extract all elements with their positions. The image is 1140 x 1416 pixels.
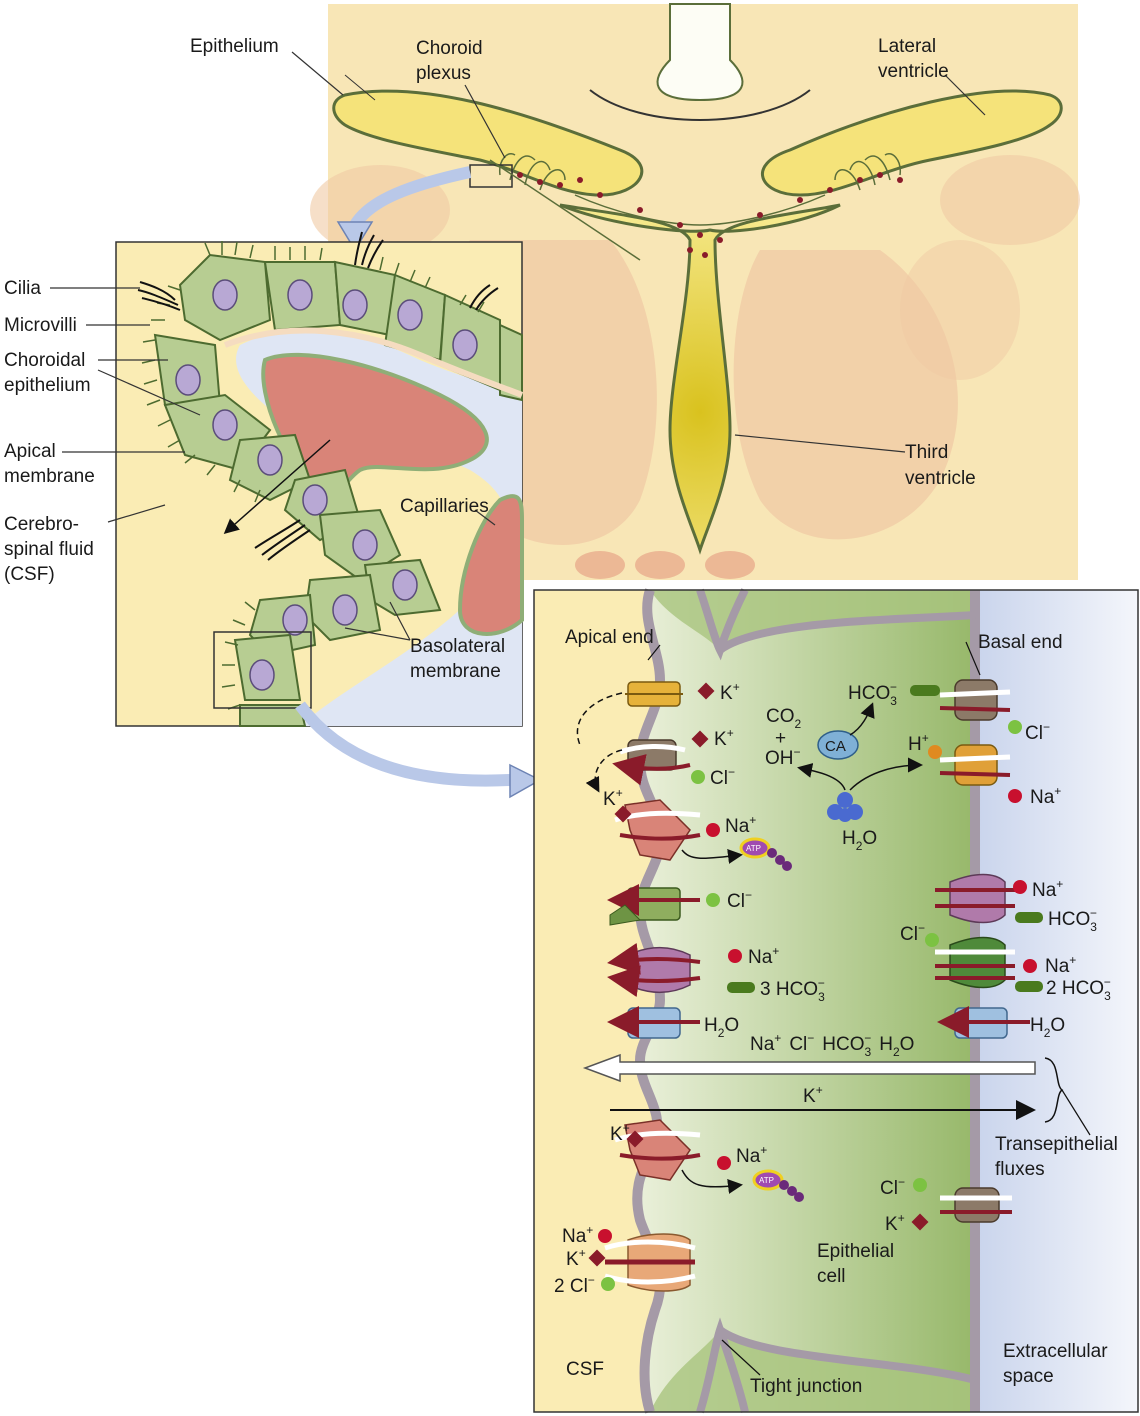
ion-k-3: K+ bbox=[603, 786, 623, 810]
transport-panel bbox=[533, 588, 1139, 1414]
ion-2-cl: 2 Cl− bbox=[554, 1273, 595, 1297]
ion-na-apical-2: Na+ bbox=[748, 944, 779, 968]
label-third-ventricle-1: Third bbox=[905, 442, 948, 463]
label-choroidal-epithelium-2: epithelium bbox=[4, 375, 91, 396]
label-apical-membrane-2: membrane bbox=[4, 466, 95, 487]
ion-k-4: K+ bbox=[610, 1121, 630, 1145]
ion-2-hco3: 2 HCO3− bbox=[1046, 975, 1111, 1003]
label-extracellular-2: space bbox=[1003, 1366, 1054, 1387]
label-epithelial-cell-1: Epithelial bbox=[817, 1241, 894, 1262]
ion-hco3-1: HCO3− bbox=[848, 680, 897, 708]
flux-arrow-secretion bbox=[582, 1053, 1036, 1083]
ion-k-2: K+ bbox=[714, 726, 734, 750]
label-basal-end: Basal end bbox=[978, 632, 1063, 653]
zoom-arrow-1 bbox=[349, 166, 472, 229]
label-csf: CSF bbox=[566, 1359, 604, 1380]
label-basolateral-membrane-1: Basolateral bbox=[410, 636, 505, 657]
label-microvilli: Microvilli bbox=[4, 315, 77, 336]
label-capillaries: Capillaries bbox=[400, 496, 489, 517]
flux-line-ions: Na+Cl−HCO3−H2O bbox=[750, 1031, 914, 1059]
label-tight-junction: Tight junction bbox=[750, 1376, 862, 1397]
flux-k-label: K+ bbox=[803, 1083, 823, 1107]
ion-cl-basal-2: Cl− bbox=[900, 921, 925, 945]
atp-label-2: ATP bbox=[759, 1176, 774, 1185]
label-apical-membrane-1: Apical bbox=[4, 441, 56, 462]
atp-label-1: ATP bbox=[746, 844, 761, 853]
epithelium-panel bbox=[115, 231, 524, 727]
label-basolateral-membrane-2: membrane bbox=[410, 661, 501, 682]
molecule-h2o-basal: H2O bbox=[1030, 1015, 1065, 1040]
ion-cl-basal-3: Cl− bbox=[880, 1175, 905, 1199]
ion-k-1: K+ bbox=[720, 680, 740, 704]
label-epithelium: Epithelium bbox=[190, 36, 279, 57]
ion-na-apical-3: Na+ bbox=[736, 1143, 767, 1167]
label-choroid-plexus-1: Choroid bbox=[416, 38, 483, 59]
molecule-h2o-apical: H2O bbox=[704, 1015, 739, 1040]
ion-na-basal-2: Na+ bbox=[1032, 877, 1063, 901]
label-csf-3: (CSF) bbox=[4, 564, 55, 585]
label-csf-1: Cerebro- bbox=[4, 514, 79, 535]
ion-3-hco3: 3 HCO3− bbox=[760, 976, 825, 1004]
choroid-plexus-leader bbox=[489, 159, 641, 261]
label-transepithelial-2: fluxes bbox=[995, 1159, 1045, 1180]
ion-cl-apical-2: Cl− bbox=[727, 888, 752, 912]
label-lateral-ventricle-1: Lateral bbox=[878, 36, 936, 57]
lateral-ventricle-shape bbox=[332, 89, 644, 197]
ion-oh: OH− bbox=[765, 745, 801, 769]
ion-hco3-basal-1: HCO3− bbox=[1048, 906, 1097, 934]
label-choroidal-epithelium-1: Choroidal bbox=[4, 350, 85, 371]
label-choroid-plexus-2: plexus bbox=[416, 63, 471, 84]
label-epithelial-cell-2: cell bbox=[817, 1266, 846, 1287]
ion-na-nkcc: Na+ bbox=[562, 1223, 593, 1247]
zoom-arrow-2 bbox=[295, 701, 511, 787]
ion-na-apical-1: Na+ bbox=[725, 813, 756, 837]
ion-h: H+ bbox=[908, 731, 929, 755]
plus-sign: + bbox=[775, 728, 786, 749]
ion-cl-basal-1: Cl− bbox=[1025, 720, 1050, 744]
label-csf-2: spinal fluid bbox=[4, 539, 94, 560]
label-cilia: Cilia bbox=[4, 278, 41, 299]
enzyme-ca: CA bbox=[825, 738, 846, 755]
ion-cl-apical-1: Cl− bbox=[710, 765, 735, 789]
label-transepithelial-1: Transepithelial bbox=[995, 1134, 1118, 1155]
ion-k-nkcc: K+ bbox=[566, 1246, 586, 1270]
third-ventricle-shape bbox=[559, 203, 841, 555]
label-extracellular-1: Extracellular bbox=[1003, 1341, 1108, 1362]
ion-na-basal-1: Na+ bbox=[1030, 784, 1061, 808]
molecule-h2o-1: H2O bbox=[842, 828, 877, 853]
ion-k-5: K+ bbox=[885, 1211, 905, 1235]
label-apical-end: Apical end bbox=[565, 627, 654, 648]
label-third-ventricle-2: ventricle bbox=[905, 468, 976, 489]
ion-na-basal-3: Na+ bbox=[1045, 953, 1076, 977]
label-lateral-ventricle-2: ventricle bbox=[878, 61, 949, 82]
molecule-co2: CO2 bbox=[766, 706, 802, 731]
epithelial-cell-body bbox=[637, 590, 975, 1412]
